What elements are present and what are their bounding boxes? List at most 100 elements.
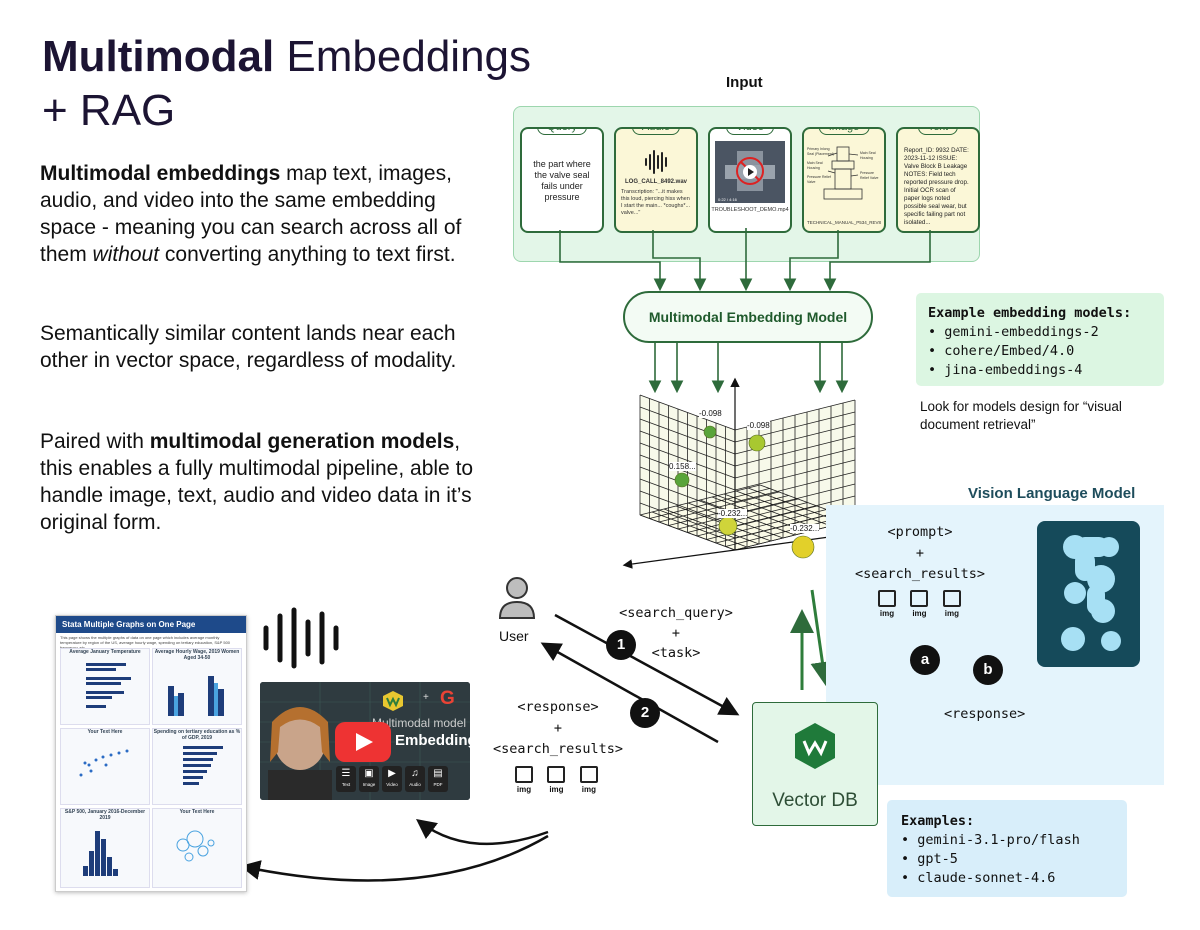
waveform-icon [645,150,667,174]
image-icon: img [510,766,538,794]
image-label-left: Primary Inlong Seal (Placement) Main Sea… [807,147,834,184]
query-text: the part where the valve seal fails unde… [533,159,591,202]
image-label-right: Main Seal Housing Pressure Relief Valve [860,151,879,180]
audio-file: LOG_CALL_8492.wav [624,179,688,185]
vlm-img-icons: img img img [873,590,966,621]
paragraph-pipeline: Paired with multimodal generation models… [40,430,474,534]
user-label: User [499,628,529,644]
pdf-icon: ▤PDF [428,766,448,792]
vector-db-label: Vector DB [772,790,858,811]
vlm-response: <response> [944,706,1026,722]
vector-db: Vector DB [752,702,878,826]
input-to-model-arrows [559,228,931,292]
paragraph-intro: Multimodal embeddings map text, images, … [40,162,462,266]
search-query-block: <search_query> + <task> [619,605,733,661]
step-a-badge: a [910,645,940,675]
image-icon: img [542,766,570,794]
vlm-title: Vision Language Model [968,485,1136,502]
output-arrows [240,818,549,882]
video-file: TROUBLESHOOT_DEMO.mp4 [711,207,789,213]
report-chart: Average Hourly Wage, 2019 Women Aged 34-… [152,648,242,725]
example-item: • gemini-3.1-pro/flash [901,832,1080,848]
examples-title: Examples: [901,813,975,829]
title-rest: Embeddings [274,32,532,81]
title-bold: Multimodal [42,32,275,81]
video-time: 0:22 / 4:16 [718,197,737,202]
example-item: • gpt-5 [901,851,958,867]
audio-wave-icon [263,607,339,669]
vector-points [674,425,815,559]
valve-image [725,151,775,191]
embedding-model-pill: Multimodal Embedding Model [623,291,873,343]
vector-point [748,434,766,452]
vector-point [718,516,738,536]
google-g-icon: G [440,688,455,709]
paragraph-semantic: Semantically similar content lands near … [40,322,457,372]
video-plus: + [423,692,429,703]
input-panel: Query the part where the valve seal fail… [513,106,980,262]
vlm-prompt-block: <prompt> + <search_results> [854,524,986,582]
example-model-item: • cohere/Embed/4.0 [928,343,1075,359]
report-output: Stata Multiple Graphs on One Page This p… [55,615,247,892]
weaviate-logo-icon [795,723,835,769]
vector-point [674,472,690,488]
report-title: Stata Multiple Graphs on One Page [56,616,246,633]
query-arrows [540,613,740,744]
report-chart: Your Text Here [152,808,242,888]
video-icon: ▶Video [382,766,402,792]
video-frame: 0:22 / 4:16 [715,141,785,203]
step-b-badge: b [973,655,1003,685]
user-icon [498,577,536,619]
response-block: <response> + <search_results> [492,699,624,757]
input-label: Input [726,74,763,91]
video-caption-1: Multimodal model [372,716,467,730]
audio-card: Audio LOG_CALL_8492.wav Transcription: "… [614,127,698,233]
point-label: -0.098 [699,409,722,418]
title-line2: + RAG [42,86,176,135]
technical-drawing [823,146,863,200]
play-button[interactable] [335,722,391,762]
audio-transcript: Transcription: "...it makes this loud, p… [621,189,691,216]
example-model-item: • jina-embeddings-4 [928,362,1083,378]
report-chart: Your Text Here [60,728,150,805]
audio-icon: ♫Audio [405,766,425,792]
point-label: -0.232... [718,509,748,518]
query-card: Query the part where the valve seal fail… [520,127,604,233]
example-item: • claude-sonnet-4.6 [901,870,1056,886]
step1-badge: 1 [606,630,636,660]
image-icon: ▣Image [359,766,379,792]
example-models-box: Example embedding models: • gemini-embed… [916,293,1164,386]
point-label: -0.232... [790,524,820,533]
image-icon: img [575,766,603,794]
report-chart: Spending on tertiary education as % of G… [152,728,242,805]
vector-space-grid [622,377,883,569]
step2-badge: 2 [630,698,660,728]
report-chart: S&P 500, January 2016-December 2019 [60,808,150,888]
example-model-item: • gemini-embeddings-2 [928,324,1099,340]
model-to-space-arrows [648,341,849,394]
example-models-title: Example embedding models: [928,305,1132,321]
db-space-arrows [790,589,835,690]
vector-point [703,425,717,439]
vlm-logo-tile [1037,521,1140,667]
report-subtitle: This page shows the multiple graphs of d… [60,635,231,650]
vector-point [791,535,815,559]
look-for-note: Look for models design for “visual docum… [920,399,1122,432]
page-title: Multimodal Embeddings + RAG [42,30,531,138]
video-card: Video 0:22 / 4:16 TROUBLESHOOT_DEMO.mp4 [708,127,792,233]
modality-icons: ☰Text ▣Image ▶Video ♫Audio ▤PDF [336,766,448,792]
examples-box: Examples: • gemini-3.1-pro/flash • gpt-5… [887,800,1127,897]
text-body: Report_ID: 9932 DATE: 2023-11-12 ISSUE: … [904,147,969,226]
point-label: 0.158... [669,462,696,471]
image-file: TECHNICAL_MANUAL_P534_REV8 [806,220,882,225]
video-thumbnail[interactable]: + G Multimodal model Gemini Embedding 2 … [260,682,470,800]
response-img-icons: img img img [510,766,603,797]
point-label: -0.098 [747,421,770,430]
image-icon: img [905,590,933,618]
report-chart: Average January Temperature [60,648,150,725]
image-icon: img [938,590,966,618]
image-icon: img [873,590,901,618]
weaviate-w-icon [382,690,404,712]
text-icon: ☰Text [336,766,356,792]
